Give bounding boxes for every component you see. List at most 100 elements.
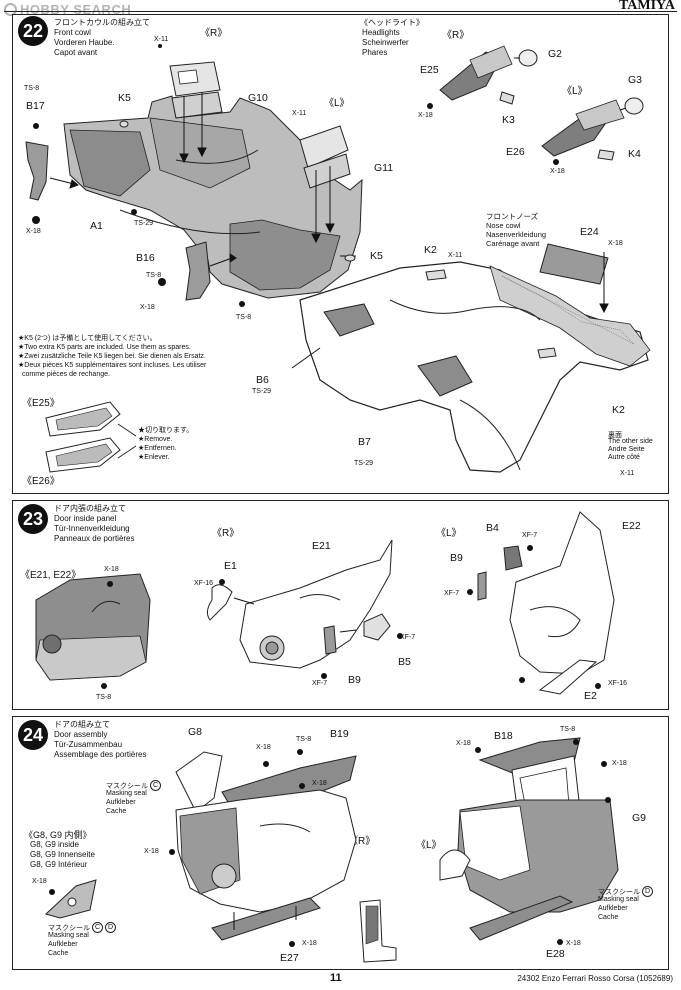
label-23-ts8: TS-8	[96, 694, 112, 701]
label-24-x18-c: X-18	[144, 848, 159, 855]
part-b17	[25, 141, 49, 201]
label-23-b9-a: B9	[348, 674, 361, 686]
label-24-e27: E27	[280, 952, 299, 964]
label-g2: G2	[548, 48, 563, 60]
part-g3	[624, 97, 644, 115]
label-k4: K4	[628, 148, 641, 160]
label-x18-d: X-18	[550, 168, 565, 175]
label-24-x18-g: X-18	[566, 940, 581, 947]
label-24-x18-f: X-18	[612, 760, 627, 767]
step-23-number: 23	[18, 504, 48, 534]
step-22-title-de: Vorderen Haube.	[54, 38, 115, 47]
part-e1	[206, 584, 233, 621]
spares-note-en: ★Two extra K5 parts are included. Use th…	[18, 344, 191, 351]
nose-title-en: Nose cowl	[486, 221, 521, 230]
mask-seal-a-en: Masking seal	[106, 790, 147, 797]
label-x11-d: X-11	[620, 470, 635, 477]
label-x18-a: X-18	[26, 228, 41, 235]
label-23-x18: X-18	[104, 566, 119, 573]
part-b5	[363, 613, 391, 641]
side-r-headlight: 《R》	[442, 30, 470, 41]
spares-note-fr2: comme pièces de rechange.	[22, 371, 110, 378]
label-23-e1: E1	[224, 560, 237, 572]
remove-note-jp: ★切り取ります。	[138, 427, 194, 434]
part-b4	[503, 545, 523, 571]
label-k3: K3	[502, 114, 515, 126]
label-x18-c: X-18	[418, 112, 433, 119]
label-g11: G11	[374, 162, 394, 174]
seal-d-badge-c: D	[642, 886, 653, 897]
label-23-xf7-b: XF-7	[312, 680, 328, 687]
label-23-e22: E22	[622, 520, 641, 532]
step-24-title-de: Tür-Zusammenbau	[54, 740, 123, 749]
label-23-e2: E2	[584, 690, 597, 702]
label-x11-a: X-11	[154, 36, 169, 43]
label-a1: A1	[90, 220, 103, 232]
label-g10: G10	[248, 92, 268, 104]
step-24-title-jp: ドアの組み立て	[54, 720, 110, 729]
label-x11-b: X-11	[292, 110, 307, 117]
label-24-inside-x18: X-18	[32, 878, 47, 885]
other-side-en: The other side	[608, 438, 653, 445]
seal-c-badge: C	[150, 780, 161, 791]
step-22-title-en: Front cowl	[54, 28, 91, 37]
mask-seal-b-de: Aufkleber	[48, 941, 78, 948]
other-side-de: Andre Seite	[608, 446, 645, 453]
side-l-door: 《L》	[416, 840, 442, 851]
site-name: HOBBY SEARCH	[20, 1, 132, 17]
label-24-ts8-b: TS-8	[560, 726, 576, 733]
label-23-xf7-a: XF-7	[400, 634, 416, 641]
step-23-title-fr: Panneaux de portières	[54, 534, 135, 543]
step-23-title-de: Tür-Innenverkleidung	[54, 524, 130, 533]
step-22-title-fr: Capot avant	[54, 48, 98, 57]
label-e26: E26	[506, 146, 525, 158]
step-24-number: 24	[18, 720, 48, 750]
part-k2-top	[425, 269, 447, 281]
label-ts8-c: TS-8	[236, 314, 252, 321]
part-e27	[211, 897, 321, 941]
label-e24: E24	[580, 226, 599, 238]
label-24-b18: B18	[494, 730, 513, 742]
nose-title-fr: Carénage avant	[486, 239, 540, 248]
header-rule	[4, 11, 677, 12]
brand-name: TAMIYA	[618, 0, 675, 13]
part-b16	[185, 241, 211, 301]
headlight-title-de: Scheinwerfer	[362, 38, 409, 47]
label-24-g9: G9	[632, 812, 647, 824]
step-23-title-jp: ドア内張の組み立て	[54, 504, 126, 513]
headlight-title-fr: Phares	[362, 48, 388, 57]
label-23-b5: B5	[398, 656, 411, 668]
mask-seal-b-fr: Cache	[48, 950, 69, 957]
part-e24	[539, 243, 609, 285]
label-ts29-c: TS-29	[354, 460, 374, 467]
other-side-fr: Autre côté	[608, 454, 640, 461]
label-b6: B6	[256, 374, 269, 386]
part-e2	[538, 659, 598, 695]
mask-seal-c-en: Masking seal	[598, 896, 639, 903]
label-23-b9-b: B9	[450, 552, 463, 564]
side-r-front-cowl: 《R》	[200, 28, 228, 39]
nose-title-jp: フロントノーズ	[486, 212, 539, 221]
label-24-x18-b: X-18	[312, 780, 327, 787]
mask-seal-b-en: Masking seal	[48, 932, 89, 939]
part-b6	[323, 303, 375, 337]
part-k2-bottom	[537, 347, 557, 359]
mask-seal-a-jp: マスクシール C	[106, 780, 161, 791]
mask-seal-a-de: Aufkleber	[106, 799, 136, 806]
remove-note-de: ★Entfernen.	[138, 445, 177, 452]
label-23-xf16-a: XF-16	[194, 580, 214, 587]
mask-seal-c-de: Aufkleber	[598, 905, 628, 912]
label-23-e21: E21	[312, 540, 331, 552]
inside-title-en: G8, G9 inside	[30, 840, 79, 849]
side-r-door-panel: 《R》	[212, 528, 240, 539]
magnifier-icon	[4, 2, 17, 16]
mask-seal-c-jp: マスクシール D	[598, 886, 653, 897]
inside-title-de: G8, G9 Innenseite	[30, 850, 95, 859]
side-l-front-cowl: 《L》	[324, 98, 350, 109]
spares-note-jp: ★K5 (2つ) は予備として使用してください。	[18, 335, 157, 342]
remove-note-en: ★Remove.	[138, 436, 173, 443]
seal-d-badge-b: D	[105, 922, 116, 933]
step-22-title-jp: フロントカウルの組み立て	[54, 18, 150, 27]
